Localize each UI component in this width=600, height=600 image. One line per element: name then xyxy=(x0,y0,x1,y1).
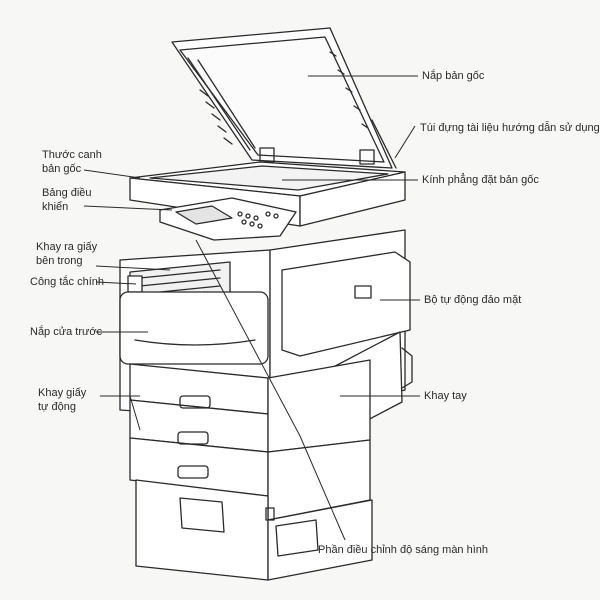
leader-control-panel xyxy=(83,205,173,211)
leader-brightness-a xyxy=(195,239,301,437)
label-inner-tray: Khay ra giấy bên trong xyxy=(36,241,98,267)
leader-original-guide xyxy=(83,169,141,179)
leader-main-switch xyxy=(95,281,137,285)
label-original-guide: Thước canh bản gốc xyxy=(42,149,102,175)
label-original-cover: Nắp bản gốc xyxy=(422,70,485,82)
control-panel-shape xyxy=(159,197,297,241)
label-front-cover: Nắp cửa trước xyxy=(30,326,103,338)
label-main-switch: Công tắc chính xyxy=(30,276,104,288)
leader-brightness-b xyxy=(299,435,346,541)
label-paper-tray: Khay giấy tự động xyxy=(38,387,87,413)
label-glass: Kính phẳng đặt bản gốc xyxy=(422,174,539,186)
scanner-top xyxy=(129,161,406,227)
label-manual-tray: Khay tay xyxy=(424,390,467,402)
label-duplex-unit: Bộ tự động đảo mặt xyxy=(424,294,522,306)
original-cover-lid xyxy=(171,27,397,169)
label-control-panel: Bảng điều khiển xyxy=(42,187,92,213)
leader-paper-tray-b xyxy=(129,395,141,431)
label-brightness-dial: Phần điều chỉnh độ sáng màn hình xyxy=(318,544,489,556)
leader-manual-pocket xyxy=(394,125,416,159)
label-manual-pocket: Túi đựng tài liệu hướng dẫn sử dụng xyxy=(420,122,600,134)
leader-lines xyxy=(83,75,420,541)
leader-inner-tray xyxy=(95,265,171,271)
